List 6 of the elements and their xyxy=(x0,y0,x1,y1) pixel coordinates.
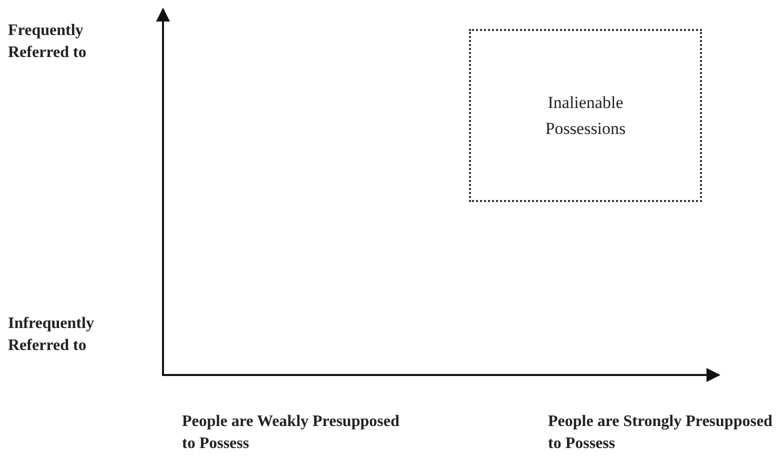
x-axis-label: People are Weakly Presupposed to Possess xyxy=(182,412,400,454)
x-axis-label: People are Strongly Presupposed to Possess xyxy=(548,412,774,454)
dotted-box xyxy=(469,29,702,202)
box-label: Inalienable Possessions xyxy=(544,92,627,140)
y-axis-label: Frequently Referred to xyxy=(8,21,88,63)
y-axis-label: Infrequently Referred to xyxy=(8,314,95,356)
